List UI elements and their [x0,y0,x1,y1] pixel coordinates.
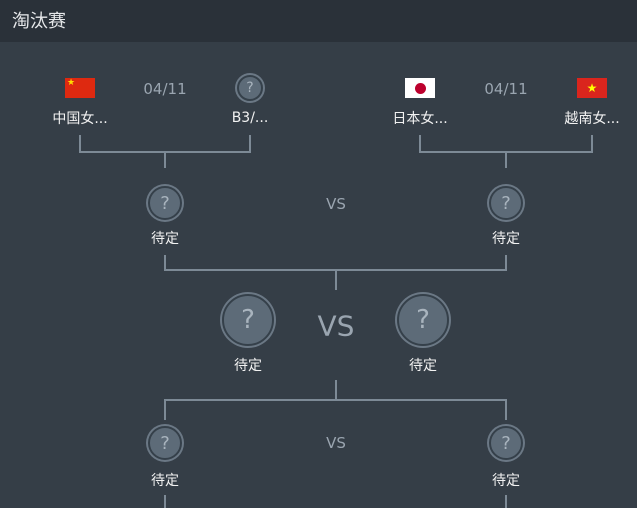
vs-label: VS [317,309,355,343]
question-icon: ? [237,75,263,101]
tbd-label: 待定 [234,358,262,374]
vietnam-flag-icon: ★ [577,78,607,98]
china-flag-icon: ★ [65,78,95,98]
question-icon: ? [148,426,182,460]
vs-label: VS [326,434,346,452]
match-date: 04/11 [484,80,528,98]
team-name[interactable]: 日本女... [392,111,448,127]
question-icon: ? [489,426,523,460]
tbd-label: 待定 [151,473,179,489]
vs-label: VS [326,195,346,213]
tbd-label: 待定 [409,358,437,374]
header-bar: 淘汰赛 [0,0,637,42]
question-icon: ? [148,186,182,220]
japan-flag-icon [405,78,435,98]
question-icon: ? [222,294,274,346]
question-icon: ? [489,186,523,220]
team-name[interactable]: 中国女... [52,111,108,127]
tbd-label: 待定 [492,473,520,489]
tbd-label: 待定 [492,231,520,247]
question-icon: ? [397,294,449,346]
team-name[interactable]: 越南女... [564,111,620,127]
page-title: 淘汰赛 [12,11,66,32]
team-name[interactable]: B3/... [231,110,269,126]
tbd-label: 待定 [151,231,179,247]
match-date: 04/11 [143,80,187,98]
